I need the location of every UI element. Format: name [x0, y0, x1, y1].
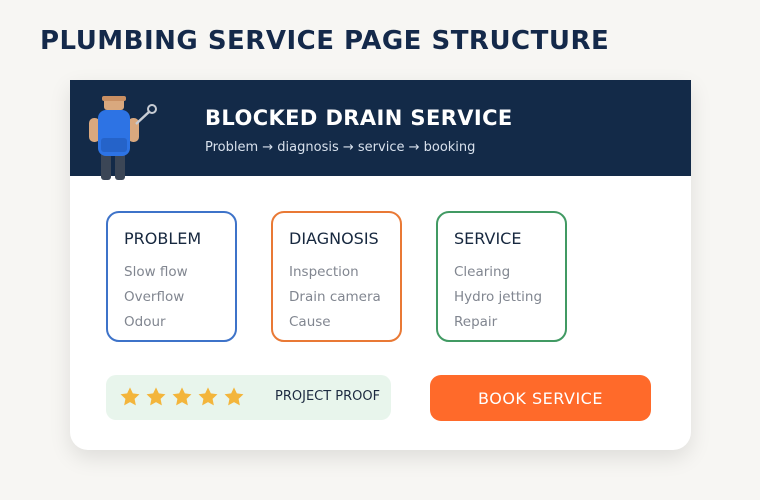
hero-banner: BLOCKED DRAIN SERVICE Problem → diagnosi… [70, 80, 691, 180]
step-title: PROBLEM [124, 229, 202, 248]
step-item: Hydro jetting [454, 289, 543, 305]
page-title: PLUMBING SERVICE PAGE STRUCTURE [40, 26, 610, 56]
step-item: Overflow [124, 289, 185, 305]
star-icon [146, 387, 166, 406]
star-icon [120, 387, 140, 406]
step-service-card: SERVICE Clearing Hydro jetting Repair [436, 211, 567, 342]
step-title: DIAGNOSIS [289, 229, 379, 248]
step-problem-card: PROBLEM Slow flow Overflow Odour [106, 211, 237, 342]
step-item: Inspection [289, 264, 359, 280]
step-item: Cause [289, 314, 331, 330]
step-title: SERVICE [454, 229, 522, 248]
step-item: Drain camera [289, 289, 381, 305]
star-icon [198, 387, 218, 406]
project-proof-panel: PROJECT PROOF [106, 375, 391, 420]
service-page-card: BLOCKED DRAIN SERVICE Problem → diagnosi… [70, 80, 691, 450]
book-service-button[interactable]: BOOK SERVICE [430, 375, 651, 421]
step-item: Slow flow [124, 264, 188, 280]
step-item: Clearing [454, 264, 511, 280]
plumber-icon [89, 96, 157, 180]
banner-subtitle: Problem → diagnosis → service → booking [205, 140, 476, 155]
step-item: Odour [124, 314, 166, 330]
proof-label: PROJECT PROOF [275, 389, 381, 404]
star-icon [224, 387, 244, 406]
banner-title: BLOCKED DRAIN SERVICE [205, 106, 513, 130]
star-icon [172, 387, 192, 406]
step-item: Repair [454, 314, 498, 330]
step-diagnosis-card: DIAGNOSIS Inspection Drain camera Cause [271, 211, 402, 342]
star-rating [119, 386, 245, 408]
